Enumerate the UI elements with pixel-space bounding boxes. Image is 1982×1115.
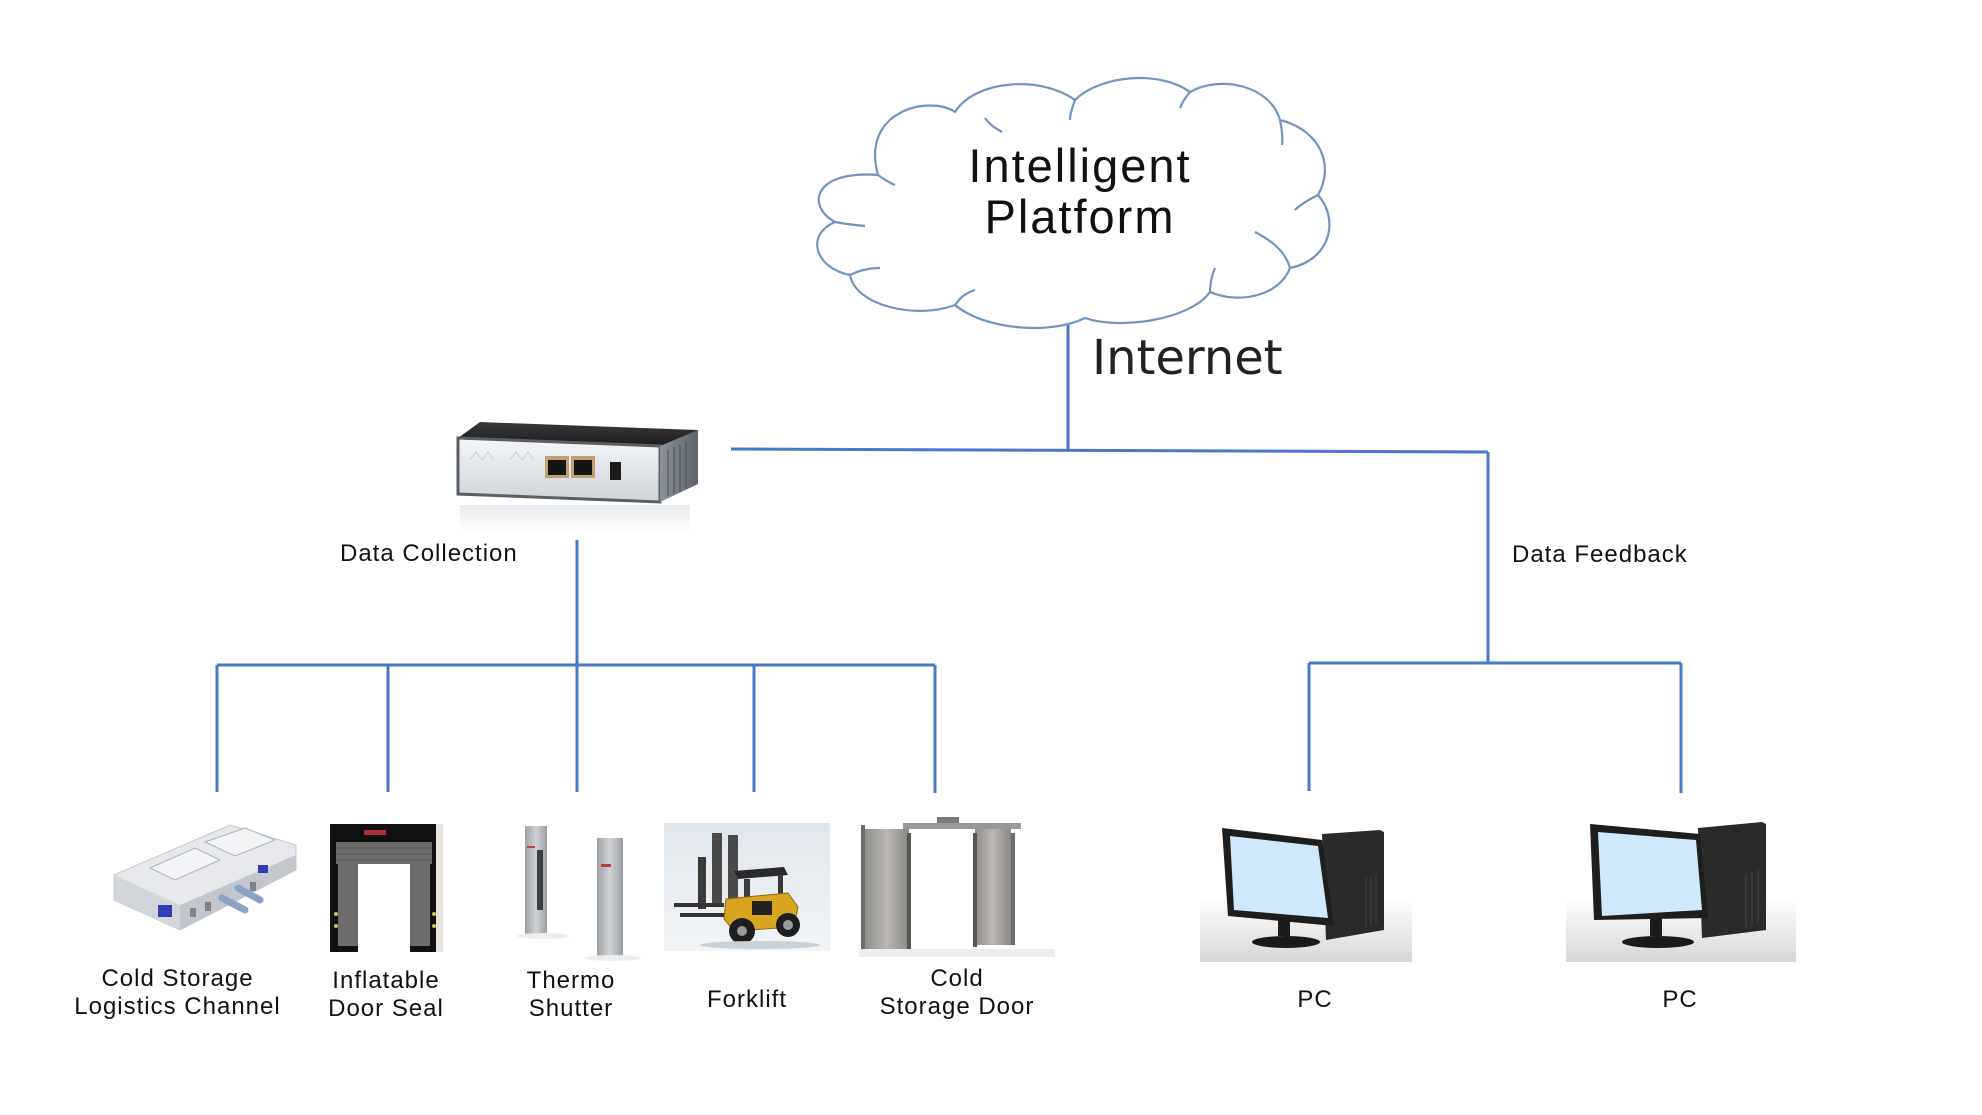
device-label: Inflatable Door Seal <box>328 967 444 1022</box>
cold-storage-door-icon <box>857 815 1057 960</box>
pc-icon <box>1200 818 1412 962</box>
data-feedback-label: Data Feedback <box>1512 541 1688 568</box>
pc-label: PC <box>1662 986 1698 1013</box>
device-label: Forklift <box>707 986 787 1013</box>
pc-label: PC <box>1297 986 1333 1013</box>
cold-storage-building-icon <box>110 820 300 935</box>
platform-title: Intelligent Platform <box>900 140 1260 242</box>
data-collection-label: Data Collection <box>340 540 518 567</box>
platform-title-line2: Platform <box>984 190 1176 243</box>
device-label: Cold Storage Door <box>879 965 1035 1020</box>
router-icon <box>440 410 710 535</box>
internet-label: Internet <box>1092 330 1283 386</box>
forklift-icon <box>664 823 830 951</box>
platform-title-line1: Intelligent <box>968 139 1192 192</box>
device-label: Thermo Shutter <box>526 967 616 1022</box>
thermo-shutter-icon <box>513 822 648 962</box>
cloud-icon <box>816 76 1331 330</box>
door-seal-icon <box>328 822 444 954</box>
backbone-line <box>730 447 1489 454</box>
device-label: Cold Storage Logistics Channel <box>74 965 281 1020</box>
pc-icon <box>1566 818 1796 962</box>
